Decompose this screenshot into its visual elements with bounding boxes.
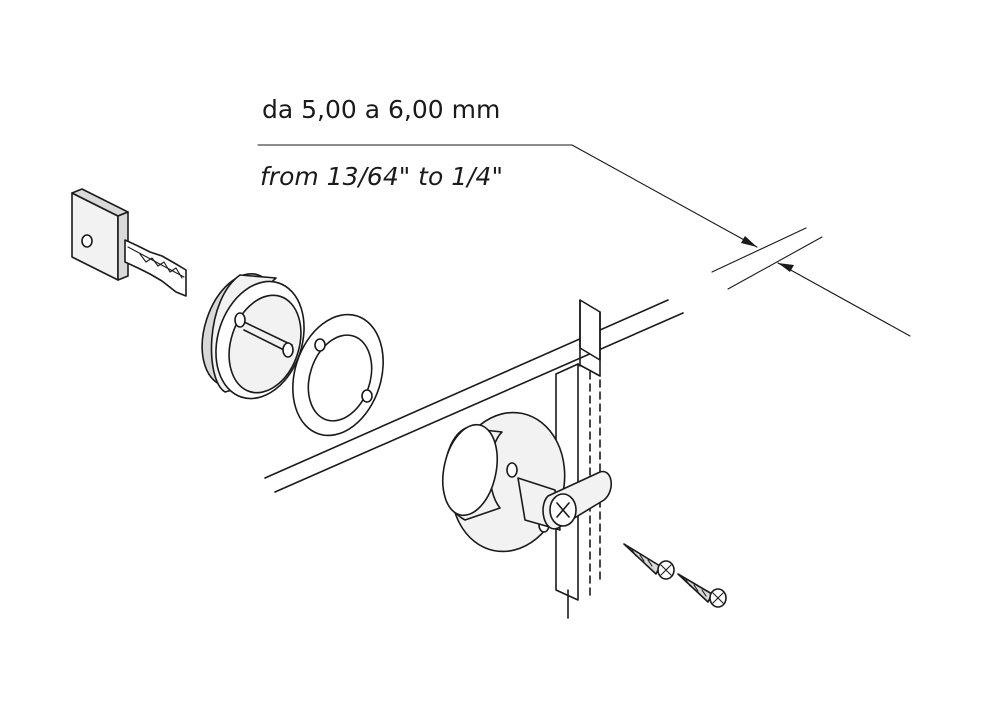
dimension-metric-label: da 5,00 a 6,00 mm [262, 95, 501, 124]
key-hole [81, 234, 93, 248]
dimension-imperial-label: from 13/64" to 1/4" [260, 162, 503, 191]
leader-line [571, 144, 758, 248]
rosette-inner [228, 294, 302, 394]
dimension-callout [257, 144, 911, 337]
rosette-hole-top [234, 312, 246, 328]
thickness-line-back [727, 236, 823, 290]
screw-lower [677, 573, 727, 608]
washer-inner [307, 334, 373, 422]
thickness-line-front [711, 227, 807, 273]
arrowhead-left [741, 236, 757, 247]
leader-line-right [777, 262, 911, 337]
glass-panel [264, 299, 684, 493]
lock-cylinder-face [442, 423, 498, 517]
key-icon [71, 188, 187, 297]
cam-latch [542, 470, 612, 530]
rosette-hole-bottom [282, 342, 294, 358]
screw-upper [623, 543, 675, 580]
lock-body [442, 411, 566, 553]
key-blade [124, 239, 187, 297]
panel-edge-upper [264, 299, 669, 479]
conical-rosette [201, 272, 305, 400]
arrowhead-right [778, 263, 794, 272]
lock-flange-hole-top [506, 462, 518, 478]
panel-edge-lower [274, 312, 684, 493]
washer-hole-bottom [361, 389, 373, 403]
washer-hole-top [314, 338, 326, 352]
flat-washer [292, 313, 384, 437]
